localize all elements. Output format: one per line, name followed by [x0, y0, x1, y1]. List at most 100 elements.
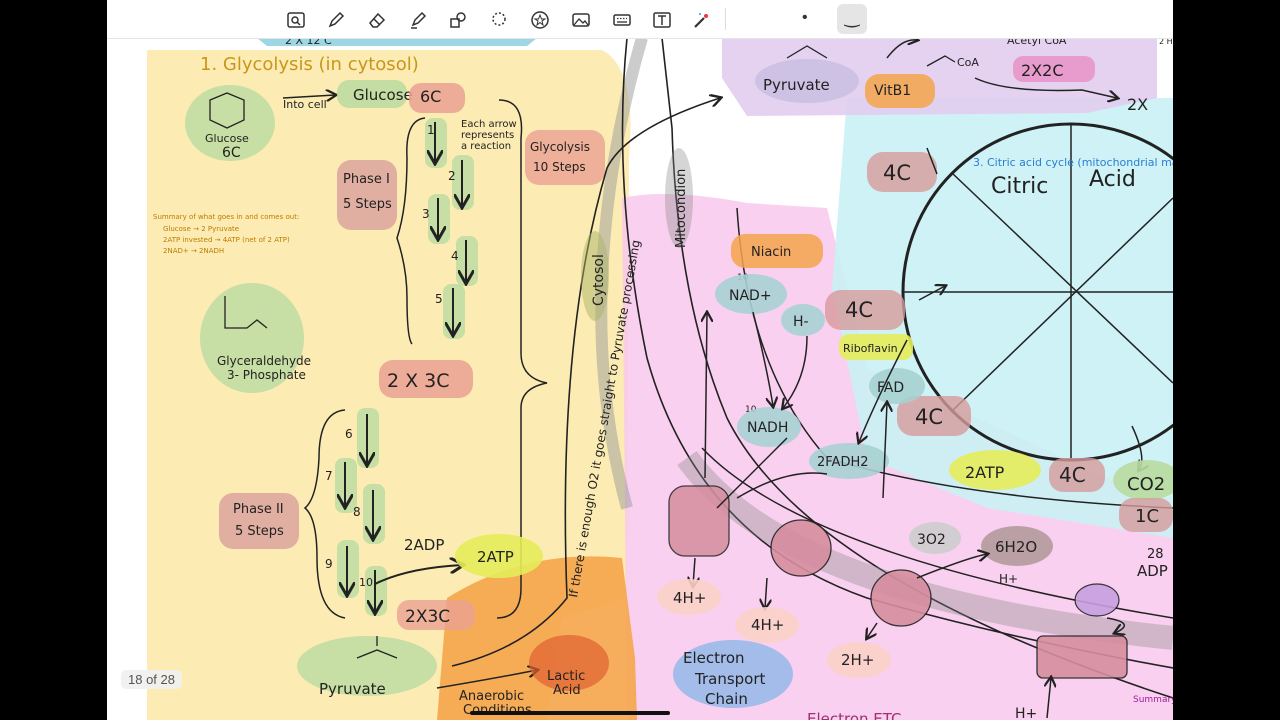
summary-line-1: Summary of what goes in and comes out: [153, 213, 299, 221]
right-edge-note: 2 H [1159, 38, 1173, 46]
acetyl-coa-label: Acetyl CoA [1007, 38, 1067, 47]
complex-3 [871, 570, 931, 626]
cytosol-label: Cytosol [591, 254, 607, 306]
glycolysis-steps-1: Glycolysis [530, 140, 590, 154]
etc-label-1: Electron [683, 649, 745, 667]
pen-tool[interactable] [324, 8, 348, 32]
two-adp: 2ADP [404, 536, 444, 554]
etc-label-2: Transport [694, 670, 766, 688]
lactic-acid-2: Acid [553, 683, 581, 698]
two-atp: 2ATP [477, 548, 514, 566]
step-10: 10 [359, 576, 373, 589]
read-only-tool[interactable] [284, 8, 308, 32]
mitocondion-label: Mitocondion [674, 169, 689, 248]
pyruvate-top: Pyruvate [763, 76, 830, 94]
fadh2: 2FADH2 [817, 455, 869, 470]
c4-bottom: 4C [1059, 463, 1086, 487]
step-1: 1 [427, 123, 435, 137]
atp-synthase-head [1075, 584, 1119, 616]
niacin: Niacin [751, 245, 791, 260]
bottom-cut: Electron ETC [807, 710, 902, 720]
nad: NAD+ [729, 288, 772, 304]
keyboard-tool[interactable] [610, 8, 634, 32]
eraser-tool[interactable] [365, 8, 389, 32]
two-x-2c: 2X2C [1021, 61, 1064, 80]
acid-word: Acid [1089, 167, 1136, 192]
complex-2 [771, 520, 831, 576]
c4-top: 4C [883, 161, 911, 185]
step-2: 2 [448, 169, 456, 183]
phase1-label-1: Phase I [343, 172, 390, 187]
notes-page: • ‿ 2 X 12 C 1. Glycolysis (in cytosol) [107, 0, 1173, 720]
coa-label: CoA [957, 56, 979, 69]
home-indicator-bar[interactable] [470, 711, 670, 715]
adp-28: 28 [1147, 547, 1164, 562]
riboflavin: Riboflavin [843, 342, 898, 355]
note-canvas[interactable]: 2 X 12 C 1. Glycolysis (in cytosol) Gluc… [107, 38, 1173, 720]
star-sticker-icon [530, 10, 550, 30]
page-indicator: 18 of 28 [121, 670, 182, 689]
image-icon [571, 10, 591, 30]
anaerobic-1: Anaerobic [459, 689, 524, 704]
pyruvate-label: Pyruvate [319, 680, 386, 698]
each-arrow-note-1: Each arrow [461, 119, 517, 130]
toolbar-divider [725, 8, 726, 30]
dot-size-option[interactable]: • [802, 9, 808, 27]
two-x: 2X [1127, 95, 1148, 114]
phase1-bg [337, 160, 397, 230]
c4-low: 4C [915, 405, 943, 429]
citric-word: Citric [991, 174, 1048, 199]
summary-right: Summary into a [1133, 695, 1173, 705]
biology-notes-drawing: 2 X 12 C 1. Glycolysis (in cytosol) Gluc… [107, 38, 1173, 720]
step-3: 3 [422, 207, 430, 221]
complex-1 [669, 486, 729, 556]
h-minus: H- [793, 314, 809, 330]
glucose-carbon-label: 6C [222, 145, 241, 161]
g3p-label-1: Glyceraldehyde [217, 354, 311, 368]
phase2-label-2: 5 Steps [235, 524, 284, 539]
phase2-label-1: Phase II [233, 502, 284, 517]
top-cut-text: 2 X 12 C [285, 38, 332, 47]
lasso-tool[interactable] [487, 8, 511, 32]
text-tool[interactable] [650, 8, 674, 32]
two-x-3c-bottom: 2X3C [405, 607, 450, 627]
lasso-icon [489, 10, 509, 30]
glycolysis-steps-bg [525, 130, 605, 185]
each-arrow-note-2: represents [461, 130, 514, 141]
stroke-preview-option[interactable]: ‿ [837, 4, 867, 34]
glycolysis-title: 1. Glycolysis (in cytosol) [200, 54, 419, 75]
c4-mid: 4C [845, 298, 873, 322]
glucose-6c-tag: 6C [420, 87, 441, 106]
laser-pointer-tool[interactable] [689, 8, 713, 32]
glycolysis-steps-2: 10 Steps [533, 160, 586, 174]
sticker-tool[interactable] [528, 8, 552, 32]
highlighter-tool[interactable] [406, 8, 430, 32]
each-arrow-note-3: a reaction [461, 141, 511, 152]
h2: 2H+ [841, 651, 874, 669]
g3p-label-2: 3- Phosphate [227, 368, 306, 382]
three-o2: 3O2 [917, 532, 946, 548]
h4-left: 4H+ [673, 589, 706, 607]
shapes-tool[interactable] [446, 8, 470, 32]
adp: ADP [1137, 562, 1168, 580]
summary-line-4: 2NAD+ → 2NADH [163, 247, 224, 255]
into-cell-label: Into cell [283, 98, 327, 111]
step-9: 9 [325, 557, 333, 571]
one-c: 1C [1135, 506, 1159, 527]
laser-pointer-icon [691, 10, 711, 30]
annotation-toolbar: • ‿ [107, 0, 1173, 39]
h-bottom: H+ [1015, 706, 1037, 720]
image-tool[interactable] [569, 8, 593, 32]
shapes-icon [448, 10, 468, 30]
six-h2o: 6H2O [995, 538, 1037, 556]
nadh: NADH [747, 420, 788, 436]
phase1-label-2: 5 Steps [343, 197, 392, 212]
co2: CO2 [1127, 474, 1165, 495]
keyboard-icon [612, 10, 632, 30]
vit-b1: VitB1 [874, 83, 911, 99]
atp-synthase [1037, 636, 1127, 678]
pen-icon [326, 10, 346, 30]
eraser-icon [367, 10, 387, 30]
summary-line-2: Glucose → 2 Pyruvate [163, 225, 239, 233]
text-box-icon [652, 10, 672, 30]
